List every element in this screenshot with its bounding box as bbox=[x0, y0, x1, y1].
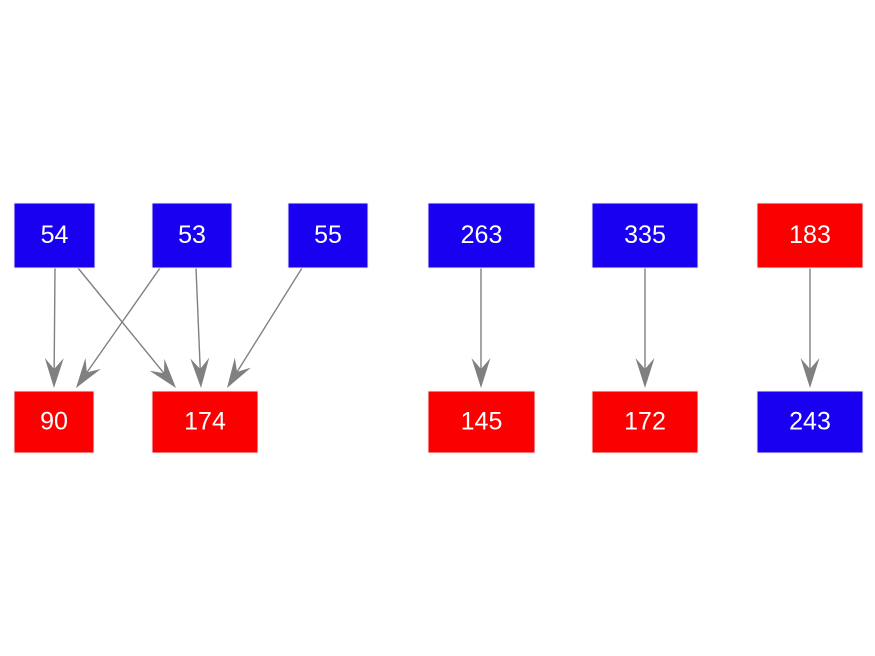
node-53[interactable]: 53 bbox=[151, 202, 233, 269]
node-label: 55 bbox=[314, 221, 342, 249]
edge-line bbox=[235, 267, 303, 374]
edges-layer bbox=[44, 267, 820, 388]
node-rect[interactable] bbox=[13, 390, 95, 454]
arrow-head-icon bbox=[227, 357, 251, 388]
node-rect[interactable] bbox=[756, 390, 864, 454]
arrow-head-icon bbox=[76, 357, 101, 388]
edge-line bbox=[195, 267, 201, 371]
node-rect[interactable] bbox=[151, 202, 233, 269]
node-183[interactable]: 183 bbox=[756, 202, 864, 269]
node-335[interactable]: 335 bbox=[591, 202, 699, 269]
node-label: 145 bbox=[461, 408, 503, 436]
arrow-head-icon bbox=[44, 357, 64, 388]
arrow-head-icon bbox=[471, 358, 491, 388]
node-54[interactable]: 54 bbox=[13, 202, 96, 269]
edge-line bbox=[85, 267, 161, 374]
edge-n183-to-n243 bbox=[800, 268, 820, 388]
node-rect[interactable] bbox=[427, 202, 536, 269]
edge-line bbox=[77, 267, 166, 375]
node-label: 335 bbox=[624, 221, 666, 249]
arrow-head-icon bbox=[149, 358, 176, 388]
edge-n55-to-n174 bbox=[227, 267, 303, 388]
node-145[interactable]: 145 bbox=[427, 390, 536, 454]
node-label: 263 bbox=[461, 221, 503, 249]
node-rect[interactable] bbox=[13, 202, 96, 269]
node-243[interactable]: 243 bbox=[756, 390, 864, 454]
node-label: 183 bbox=[789, 221, 831, 249]
node-172[interactable]: 172 bbox=[591, 390, 699, 454]
edge-n335-to-n172 bbox=[635, 268, 655, 388]
node-label: 172 bbox=[624, 408, 666, 436]
arrow-head-icon bbox=[635, 358, 655, 388]
node-rect[interactable] bbox=[591, 202, 699, 269]
arrow-head-icon bbox=[190, 357, 210, 388]
edge-n53-to-n90 bbox=[76, 267, 161, 388]
edge-n54-to-n90 bbox=[44, 267, 64, 388]
nodes-layer: 54 53 55 263 335 183 90 174 145 172 243 bbox=[13, 202, 864, 454]
node-rect[interactable] bbox=[287, 202, 369, 269]
node-label: 54 bbox=[41, 221, 69, 249]
edge-n53-to-n174 bbox=[190, 267, 210, 388]
edge-n263-to-n145 bbox=[471, 268, 491, 388]
node-90[interactable]: 90 bbox=[13, 390, 95, 454]
node-label: 243 bbox=[789, 408, 831, 436]
arrow-head-icon bbox=[800, 358, 820, 388]
edge-n54-to-n174 bbox=[77, 267, 176, 388]
node-label: 90 bbox=[40, 408, 68, 436]
node-label: 53 bbox=[178, 221, 206, 249]
node-rect[interactable] bbox=[591, 390, 699, 454]
node-label: 174 bbox=[184, 408, 226, 436]
node-55[interactable]: 55 bbox=[287, 202, 369, 269]
node-rect[interactable] bbox=[151, 390, 259, 454]
node-174[interactable]: 174 bbox=[151, 390, 259, 454]
node-263[interactable]: 263 bbox=[427, 202, 536, 269]
edge-line bbox=[53, 267, 56, 371]
node-rect[interactable] bbox=[756, 202, 864, 269]
node-rect[interactable] bbox=[427, 390, 536, 454]
